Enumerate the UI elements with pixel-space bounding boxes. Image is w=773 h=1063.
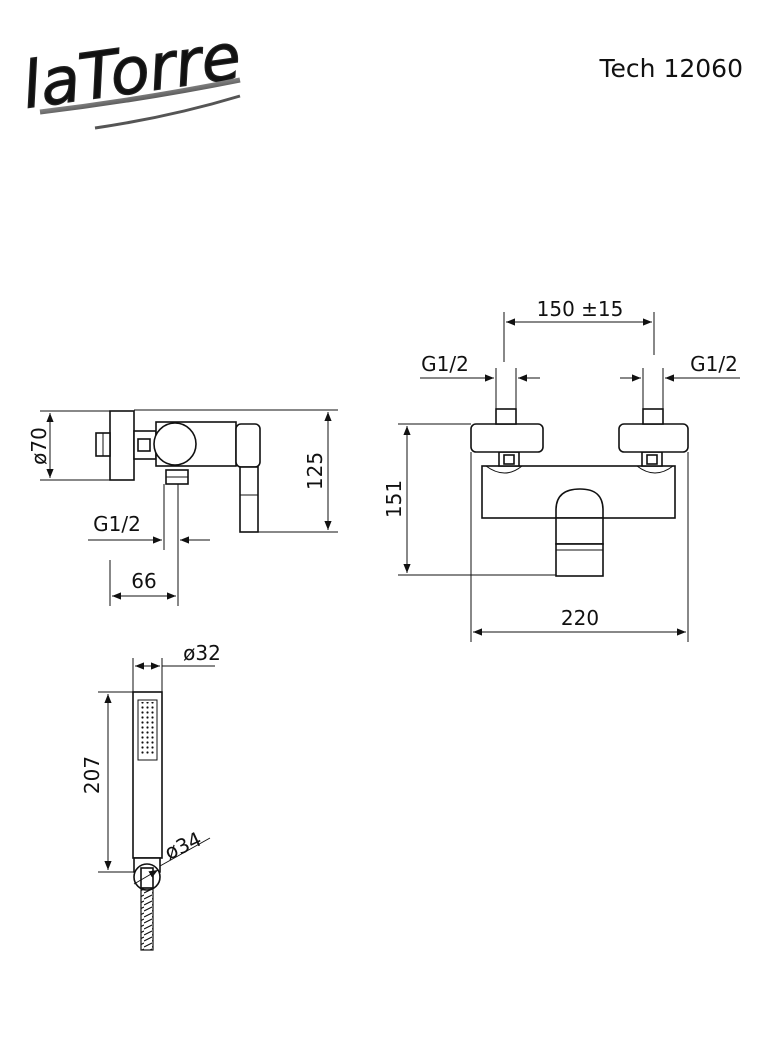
brand-logo: laTorre [17,19,246,130]
wall-rosette [109,410,135,481]
front-view: 150 ±15 G1/2 G1/2 151 220 [382,297,740,642]
valve-cartridge [153,422,197,466]
lever-cap [235,423,261,468]
model-number: Tech 12060 [599,54,743,83]
shower-hose [140,887,154,951]
spout-elbow [555,488,604,519]
dim-label-height-151: 151 [382,480,406,518]
dim-label-thread-side: G1/2 [93,512,141,536]
dim-label-spacing: 150 ±15 [537,297,624,321]
rosette-right [618,423,689,453]
dim-label-diameter-70: ø70 [27,427,51,465]
dim-label-width-220: 220 [561,606,599,630]
spout-outlet [555,543,604,577]
side-view: ø70 125 G1/2 66 [27,409,338,606]
dim-label-length-207: 207 [80,756,104,794]
dim-label-diameter-32: ø32 [183,641,221,665]
hand-shower-view: ø32 207 ø34 [80,641,221,951]
dim-label-depth-66: 66 [131,569,156,593]
dim-label-height-125: 125 [303,452,327,490]
lever-handle [239,466,259,533]
rosette-left [470,423,544,453]
spray-face [137,699,158,761]
dim-label-thread-right: G1/2 [690,352,738,376]
dim-label-thread-left: G1/2 [421,352,469,376]
spout [555,517,604,545]
dim-label-diameter-34: ø34 [161,827,205,865]
